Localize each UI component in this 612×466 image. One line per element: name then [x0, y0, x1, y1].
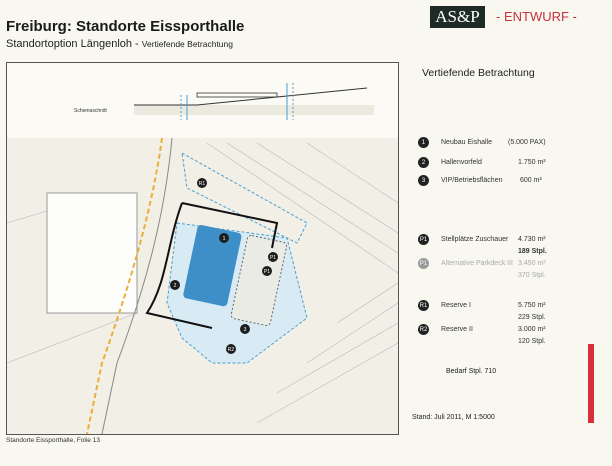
marker-p1-alt: P1	[264, 269, 270, 275]
asp-logo: AS&P	[430, 6, 485, 28]
legend-value: 4.730 m²	[518, 236, 546, 243]
legend-value: 600 m²	[520, 177, 542, 184]
legend-value-2: 189 Stpl.	[518, 248, 547, 255]
legend-item: 2 Hallenvorfeld	[418, 157, 541, 168]
legend-badge: 3	[418, 175, 429, 186]
marker-3: 3	[244, 327, 247, 333]
legend-value: (5.000 PAX)	[508, 139, 546, 146]
legend-value: 3.000 m²	[518, 326, 546, 333]
legend-label: VIP/Betriebsflächen	[441, 177, 503, 184]
legend-label: Reserve II	[441, 326, 473, 333]
legend-title: Vertiefende Betrachtung	[422, 67, 535, 79]
marker-r2: R2	[228, 347, 235, 353]
legend-item: R1 Reserve I	[418, 300, 541, 311]
legend-value: 1.750 m²	[518, 159, 546, 166]
legend-item: 3 VIP/Betriebsflächen	[418, 175, 541, 186]
site-plan-drawing: Schemaschnitt R1	[6, 83, 399, 435]
marker-p1: P1	[270, 255, 276, 261]
marker-r1: R1	[199, 181, 206, 187]
legend-value: 3.450 m²	[518, 260, 546, 267]
aerial-map: R1 1 2 P1 P1 3 R2	[6, 137, 399, 435]
legend-label: Hallenvorfeld	[441, 159, 482, 166]
legend-item: R2 Reserve II	[418, 324, 541, 335]
parking-demand: Bedarf Stpl. 710	[446, 368, 497, 375]
legend-label: Alternative Parkdeck III	[441, 260, 513, 267]
legend-badge: R2	[418, 324, 429, 335]
section-label: Schemaschnitt	[74, 108, 107, 114]
status-scale: Stand: Juli 2011, M 1:5000	[412, 414, 495, 421]
subtitle-small: Vertiefende Betrachtung	[141, 39, 233, 49]
marker-2: 2	[174, 283, 177, 289]
page-subtitle: Standortoption Längenloh - Vertiefende B…	[6, 38, 233, 50]
legend-item: 1 Neubau Eishalle	[418, 137, 541, 148]
section-diagram: Schemaschnitt	[74, 83, 374, 120]
legend-badge: P1	[418, 258, 429, 269]
draft-label: - ENTWURF -	[496, 9, 577, 24]
page-title: Freiburg: Standorte Eissporthalle	[6, 18, 245, 35]
legend-value-2: 120 Stpl.	[518, 338, 546, 345]
legend-badge: 2	[418, 157, 429, 168]
site-plan: Schemaschnitt R1	[6, 62, 399, 435]
marker-1: 1	[223, 236, 226, 242]
footer-text: Standorte Eissporthalle, Folie 13	[6, 437, 100, 444]
legend-badge: 1	[418, 137, 429, 148]
legend-badge: P1	[418, 234, 429, 245]
legend-label: Reserve I	[441, 302, 471, 309]
legend-item: P1 Stellplätze Zuschauer	[418, 234, 541, 245]
legend-label: Stellplätze Zuschauer	[441, 236, 509, 243]
legend-value-2: 229 Stpl.	[518, 314, 546, 321]
legend-badge: R1	[418, 300, 429, 311]
red-marker-bar	[588, 344, 594, 423]
legend-value-2: 370 Stpl.	[518, 272, 546, 279]
legend-label: Neubau Eishalle	[441, 139, 492, 146]
subtitle-main: Standortoption Längenloh -	[6, 38, 142, 50]
legend-value: 5.750 m²	[518, 302, 546, 309]
legend-item: P1 Alternative Parkdeck III	[418, 258, 541, 269]
